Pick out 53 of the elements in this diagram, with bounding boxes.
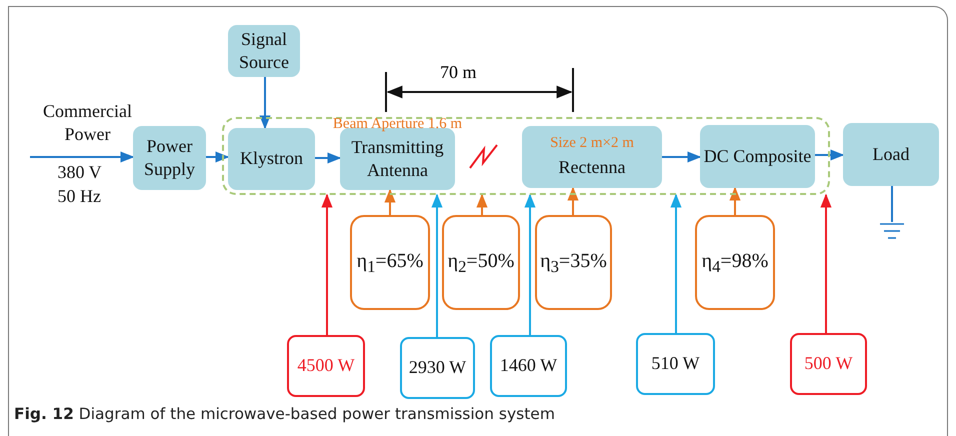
node-label: 2930 W (408, 356, 466, 380)
figure-caption: Fig. 12 Diagram of the microwave-based power transmission system (14, 405, 555, 423)
arrow (206, 151, 230, 163)
node-label: 4500 W (297, 354, 355, 378)
efficiency-box (695, 215, 775, 310)
arrow (815, 149, 844, 161)
efficiency-box (350, 215, 430, 310)
node-label: 510 W (651, 352, 700, 376)
process-box (228, 128, 315, 190)
process-box (522, 126, 662, 188)
arrow (384, 188, 396, 215)
arrow (567, 186, 579, 215)
efficiency-box (535, 215, 612, 310)
dashed-group-box (222, 117, 830, 195)
node-label: Transmitting Antenna (350, 136, 445, 182)
node-label: Commercial Power (42, 100, 133, 146)
node-label: Load (872, 142, 910, 166)
arrow (321, 194, 333, 335)
arrow (670, 194, 682, 333)
node-label: Klystron (240, 147, 303, 170)
arrow (431, 194, 443, 337)
node-label: η$_{2}$=50% (448, 248, 514, 278)
power-box (490, 335, 567, 397)
arrow (259, 77, 271, 130)
arrow (30, 151, 134, 163)
node-label: η$_{3}$=35% (540, 248, 607, 278)
process-box (228, 25, 300, 77)
arrow (820, 194, 832, 333)
node-label: 500 W (804, 352, 853, 376)
process-box (133, 126, 206, 190)
node-label: 1460 W (500, 354, 558, 378)
node-label: Power Supply (142, 134, 196, 181)
annotation-text: Size 2 m×2 m (550, 135, 634, 152)
arrow (662, 151, 702, 163)
efficiency-box (442, 215, 520, 310)
process-box (843, 123, 939, 186)
node-label: η$_{4}$=98% (702, 248, 768, 278)
node-label: Rectenna (558, 156, 626, 179)
power-box (636, 333, 715, 395)
process-box (700, 125, 815, 188)
arrow (524, 194, 536, 335)
power-box (287, 335, 365, 397)
node-label: DC Composite (704, 144, 812, 168)
arrow (729, 186, 741, 215)
arrow (476, 194, 488, 215)
power-box (790, 333, 867, 395)
power-box (400, 337, 475, 399)
node-label: η$_{1}$=65% (356, 248, 424, 278)
dimension-label: 70 m (440, 62, 477, 83)
node-label: Signal Source (238, 28, 290, 74)
arrow (315, 152, 342, 164)
node-label: 380 V 50 Hz (58, 161, 102, 208)
annotation-text: Beam Aperture 1.6 m (332, 116, 462, 132)
